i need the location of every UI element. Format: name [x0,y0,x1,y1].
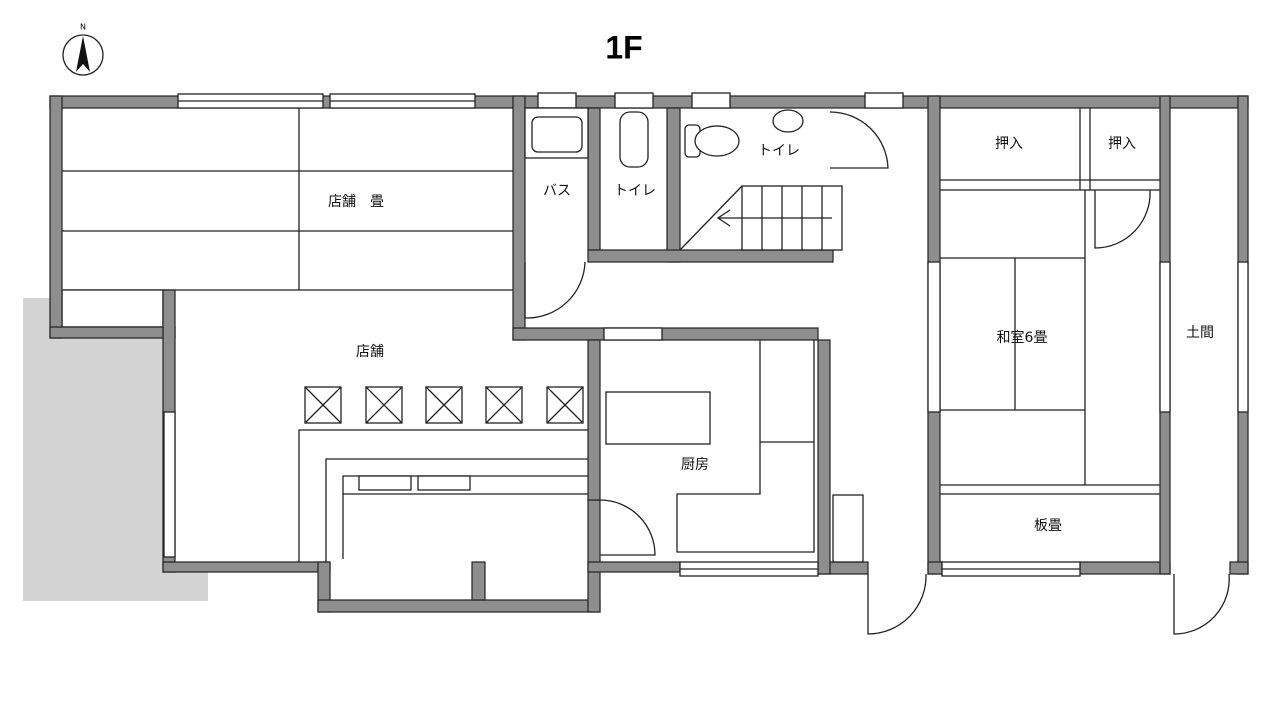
north-arrow-icon [62,34,104,76]
room-label-doma: 土間 [1186,325,1214,341]
room-label-washitsu: 和室6畳 [996,330,1048,346]
room-label-itatatami: 板畳 [1034,518,1062,534]
room-label-bath: バス [543,183,571,199]
japanese-room [867,108,1230,635]
north-label: N [80,22,86,32]
shop-fixtures [298,386,656,562]
display-cases [304,386,584,424]
bath-fixtures [524,107,889,319]
room-label-toilet-2: トイレ [758,143,800,159]
room-label-shop: 店舗 [356,344,384,360]
room-label-shop-tatami: 店舗 畳 [328,194,384,210]
room-label-closet-2: 押入 [1108,136,1136,152]
floor-title: 1F [605,29,643,66]
room-label-closet-1: 押入 [995,136,1023,152]
windows [163,92,1249,577]
staircase [679,185,843,251]
kitchen-fixtures [605,340,864,563]
room-label-kitchen: 厨房 [681,457,709,473]
room-label-toilet-1: トイレ [614,183,656,199]
